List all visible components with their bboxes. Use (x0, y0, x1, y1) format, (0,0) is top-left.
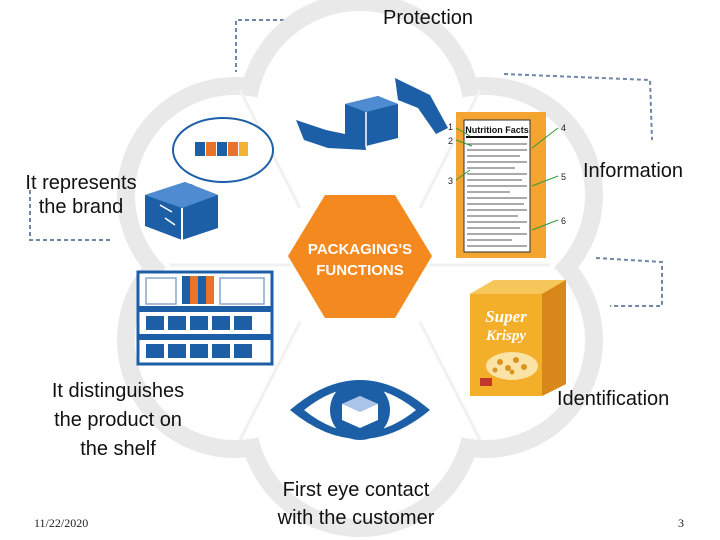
label-information: Information (583, 159, 683, 183)
label-distinguishes-line3: the shelf (80, 438, 156, 460)
nutrition-callout-4: 4 (561, 123, 566, 133)
label-protection: Protection (383, 6, 473, 30)
footer-date: 11/22/2020 (34, 516, 89, 530)
nutrition-callout-3: 3 (448, 176, 453, 186)
nutrition-callout-6: 6 (561, 216, 566, 226)
cereal-brand-line2: Krispy (485, 328, 526, 344)
footer-page-number: 3 (678, 516, 684, 530)
cereal-brand-line1: Super (485, 307, 527, 326)
brand-thought-box-icon (145, 117, 274, 240)
nutrition-title: Nutrition Facts (465, 125, 529, 135)
nutrition-callout-5: 5 (561, 172, 566, 182)
label-represents-line2: the brand (38, 196, 124, 218)
center-label-line1: PACKAGING'S (308, 241, 412, 258)
cereal-box-image: Super Krispy (470, 280, 566, 396)
protection-hands-box-icon (296, 78, 448, 150)
label-identification-text: Identification (557, 388, 670, 410)
label-distinguishes: It distinguishes the product on the shel… (20, 377, 216, 464)
center-label-line2: FUNCTIONS (316, 262, 404, 279)
label-first-contact: First eye contact with the customer (246, 476, 466, 532)
eye-box-icon (290, 380, 430, 440)
nutrition-label-image: Nutrition Facts 1 2 3 4 5 6 (448, 112, 566, 258)
label-first-contact-line2: with the customer (277, 507, 435, 529)
label-information-text: Information (583, 160, 684, 182)
label-distinguishes-line2: the product on (54, 409, 182, 431)
label-first-contact-line1: First eye contact (282, 479, 430, 501)
label-represents-line1: It represents (25, 172, 137, 194)
label-protection-text: Protection (383, 7, 474, 29)
label-identification: Identification (557, 387, 669, 411)
dashed-connectors (29, 19, 663, 307)
nutrition-callout-2: 2 (448, 136, 453, 146)
label-distinguishes-line1: It distinguishes (51, 380, 185, 402)
shelf-products-icon (136, 270, 274, 366)
label-represents-brand: It represents the brand (8, 171, 154, 219)
center-hexagon (288, 195, 432, 318)
nutrition-callout-1: 1 (448, 122, 453, 132)
